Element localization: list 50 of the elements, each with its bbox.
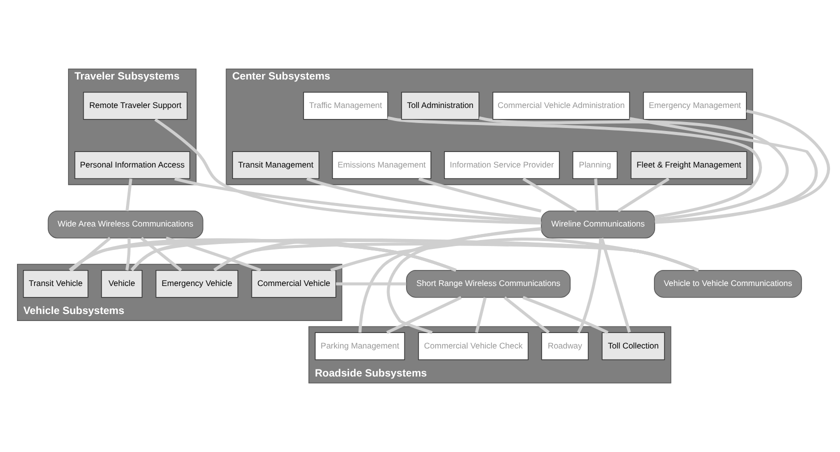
node-box: Short Range Wireless Communications xyxy=(406,270,571,298)
node-box: Toll Collection xyxy=(602,332,665,360)
node-box: Vehicle xyxy=(101,270,142,298)
node-box: Vehicle to Vehicle Communications xyxy=(654,270,802,298)
connector xyxy=(70,236,111,272)
connector xyxy=(130,238,456,272)
connector xyxy=(522,296,609,334)
connector xyxy=(522,177,578,212)
connector xyxy=(126,178,132,212)
connector xyxy=(386,227,542,334)
node-box: Commercial Vehicle Check xyxy=(418,332,529,360)
node-box: Roadway xyxy=(541,332,589,360)
node-box: Toll Administration xyxy=(401,92,480,120)
node-box: Emergency Vehicle xyxy=(156,270,238,298)
node-box: Commercial Vehicle Administration xyxy=(492,92,630,120)
connector xyxy=(386,296,462,334)
node-box: Fleet & Freight Management xyxy=(630,151,748,180)
connector xyxy=(166,236,262,272)
connector xyxy=(387,116,762,218)
connector xyxy=(154,118,542,225)
node-box: Wide Area Wireless Communications xyxy=(48,210,204,238)
connector xyxy=(418,177,542,212)
connector xyxy=(600,238,631,333)
connector xyxy=(358,228,542,333)
node-box: Personal Information Access xyxy=(74,151,190,180)
connector xyxy=(125,238,131,271)
connector xyxy=(140,236,182,272)
node-box: Commercial Vehicle xyxy=(251,270,336,298)
connector xyxy=(654,109,830,224)
connector xyxy=(213,240,456,272)
connector xyxy=(306,177,542,221)
connector xyxy=(475,297,487,333)
connector xyxy=(617,177,670,212)
node-box: Planning xyxy=(572,151,618,180)
node-box: Remote Traveler Support xyxy=(83,92,188,120)
node-box: Wireline Communications xyxy=(540,210,656,238)
node-box: Transit Vehicle xyxy=(23,270,88,298)
connector xyxy=(504,296,550,334)
connector xyxy=(68,238,456,272)
connector xyxy=(478,116,788,222)
connector xyxy=(174,177,542,223)
connector xyxy=(577,238,602,334)
node-box: Parking Management xyxy=(314,332,405,360)
connector xyxy=(336,282,406,286)
connector xyxy=(594,178,599,212)
node-box: Traffic Management xyxy=(303,92,388,120)
node-box: Emergency Management xyxy=(643,92,747,120)
node-box: Information Service Provider xyxy=(444,151,560,180)
node-box: Emissions Management xyxy=(332,151,432,180)
node-box: Transit Management xyxy=(232,151,320,180)
